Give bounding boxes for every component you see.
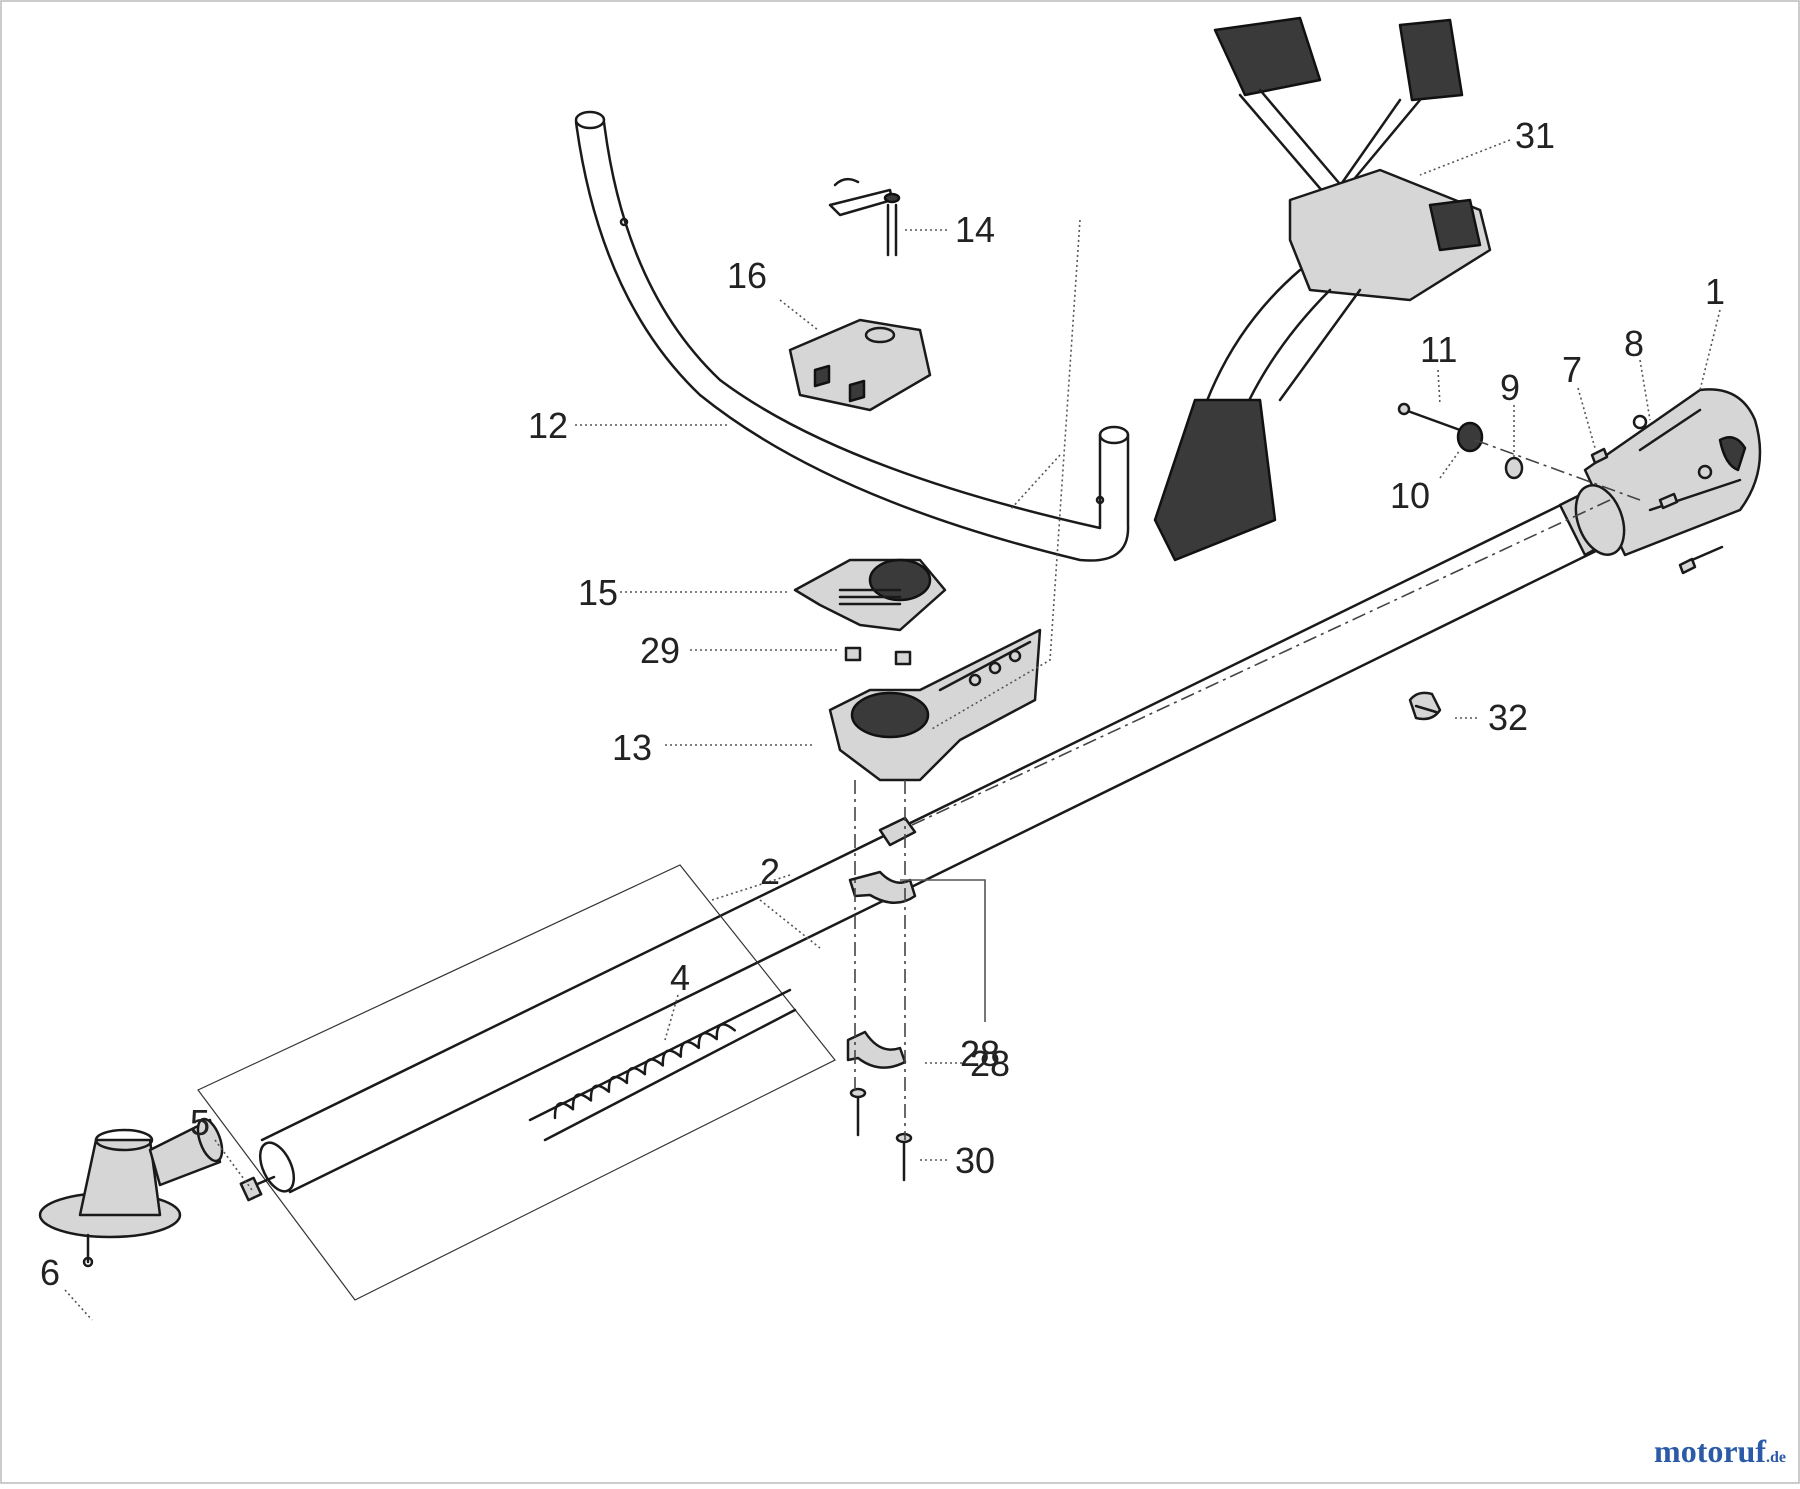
leader-lines — [64, 139, 1721, 1321]
gear-head — [38, 1117, 224, 1268]
callout-7: 7 — [1562, 349, 1582, 390]
engine-housing — [1574, 388, 1762, 557]
callout-9: 9 — [1500, 367, 1520, 408]
watermark-logo: motoruf.de — [1654, 1433, 1786, 1470]
callout-16: 16 — [727, 255, 767, 296]
handlebar — [574, 110, 1130, 562]
tube-clamp-lower — [846, 1030, 907, 1069]
cable-clip — [1408, 691, 1442, 721]
callout-29: 29 — [640, 630, 680, 671]
callout-12: 12 — [528, 405, 568, 446]
handle-holder — [828, 628, 1042, 782]
callout-28-upper: 28 — [960, 1033, 1000, 1074]
clamp-lever — [828, 177, 901, 257]
clamp-screws — [849, 1087, 913, 1182]
callout-15: 15 — [578, 572, 618, 613]
callout-13: 13 — [612, 727, 652, 768]
callout-5: 5 — [190, 1102, 210, 1143]
holder-block — [878, 816, 917, 847]
callout-1: 1 — [1705, 271, 1725, 312]
callout-4: 4 — [670, 957, 690, 998]
callout-numbers: 1 2 4 5 6 7 8 9 10 11 12 13 14 15 16 28 … — [40, 115, 1725, 1293]
callout-14: 14 — [955, 209, 995, 250]
callout-28-lower: 28 — [970, 1043, 1010, 1084]
tube-clamp-upper — [848, 870, 917, 904]
callout-31: 31 — [1515, 115, 1555, 156]
ratchet-plate — [793, 558, 947, 632]
drive-shaft-detail-box — [197, 864, 836, 1301]
shaft-tube-end — [258, 1141, 296, 1193]
callout-32: 32 — [1488, 697, 1528, 738]
callout-2: 2 — [760, 851, 780, 892]
callout-8: 8 — [1624, 323, 1644, 364]
watermark-tld: .de — [1766, 1449, 1786, 1466]
shoulder-harness — [1153, 16, 1492, 562]
callout-30: 30 — [955, 1140, 995, 1181]
square-nuts — [844, 646, 912, 666]
callout-6: 6 — [40, 1252, 60, 1293]
handle-clamp-top — [788, 318, 932, 412]
handle-bolt-set — [1397, 402, 1641, 501]
callout-10: 10 — [1390, 475, 1430, 516]
engine-screws — [1590, 414, 1724, 575]
watermark-brand: motoruf — [1654, 1433, 1766, 1469]
drive-shaft — [528, 988, 797, 1142]
callout-11: 11 — [1420, 329, 1457, 370]
assembly-lines — [854, 499, 1611, 1140]
